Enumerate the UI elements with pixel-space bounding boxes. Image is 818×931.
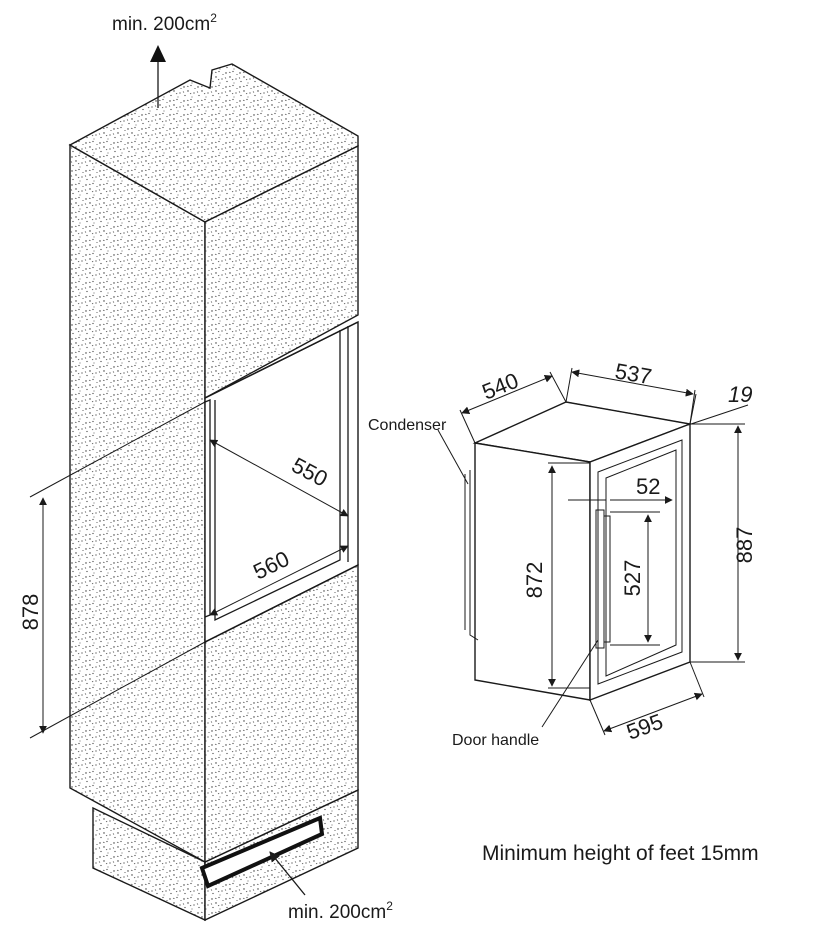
unit-height-label: 872 bbox=[522, 562, 547, 599]
condenser-strip bbox=[469, 470, 479, 641]
bottom-vent-slot bbox=[199, 815, 325, 889]
niche-height-label: 878 bbox=[18, 594, 43, 631]
top-vent-superscript: 2 bbox=[210, 11, 217, 25]
door-offset-label: 19 bbox=[728, 382, 752, 407]
total-height-label: 887 bbox=[732, 527, 757, 564]
handle-length-label: 527 bbox=[620, 560, 645, 597]
column-left-face bbox=[69, 143, 206, 864]
cabinet-column bbox=[29, 45, 359, 922]
appliance bbox=[437, 367, 749, 736]
door-glass-inner bbox=[605, 449, 677, 677]
handle-offset-label: 52 bbox=[636, 474, 660, 499]
bottom-vent-label: min. 200cm2 bbox=[288, 899, 393, 923]
feet-height-note: Minimum height of feet 15mm bbox=[482, 842, 759, 865]
upper-panel-front bbox=[204, 144, 359, 400]
top-vent-label: min. 200cm2 bbox=[112, 11, 217, 35]
bottom-vent-superscript: 2 bbox=[386, 899, 393, 913]
door-glass-outer bbox=[597, 439, 683, 685]
unit-depth-label: 540 bbox=[479, 368, 522, 405]
unit-width-top-label: 537 bbox=[613, 358, 654, 389]
condenser-label: Condenser bbox=[368, 417, 447, 434]
door-handle-label: Door handle bbox=[452, 732, 539, 749]
bottom-vent-text: min. 200cm bbox=[288, 902, 386, 923]
unit-width-bottom-label: 595 bbox=[623, 709, 666, 745]
top-vent-text: min. 200cm bbox=[112, 14, 210, 35]
